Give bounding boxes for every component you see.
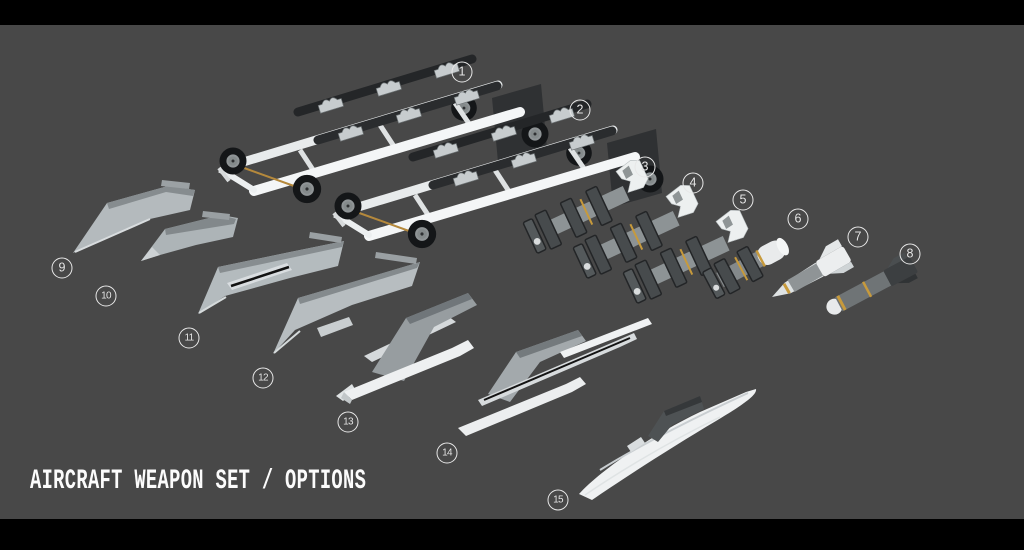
callout-12: 12 xyxy=(252,367,274,389)
callout-13: 13 xyxy=(337,411,359,433)
letterbox-bottom xyxy=(0,519,1024,550)
pylon-12 xyxy=(273,252,420,354)
missile-8 xyxy=(826,252,918,315)
callout-1: 1 xyxy=(451,61,473,83)
callout-15: 15 xyxy=(547,489,569,511)
page-title: AIRCRAFT WEAPON SET / OPTIONS xyxy=(30,466,367,497)
pylon-13 xyxy=(336,293,477,404)
callout-5: 5 xyxy=(732,189,754,211)
pylon-11 xyxy=(198,232,344,314)
pylon-14 xyxy=(458,318,652,436)
callout-14: 14 xyxy=(436,442,458,464)
callout-4: 4 xyxy=(682,172,704,194)
callout-6: 6 xyxy=(787,208,809,230)
callout-9: 9 xyxy=(51,257,73,279)
callout-3: 3 xyxy=(634,156,656,178)
missile-7 xyxy=(772,239,854,297)
callout-7: 7 xyxy=(847,226,869,248)
pylon-9 xyxy=(73,180,195,253)
drop-tank-15 xyxy=(579,389,757,500)
callout-11: 11 xyxy=(178,327,200,349)
callout-10: 10 xyxy=(95,285,117,307)
callout-8: 8 xyxy=(899,243,921,265)
caged-bomb-6 xyxy=(702,237,789,299)
letterbox-top xyxy=(0,0,1024,25)
pylon-10 xyxy=(141,211,238,261)
callout-2: 2 xyxy=(569,99,591,121)
